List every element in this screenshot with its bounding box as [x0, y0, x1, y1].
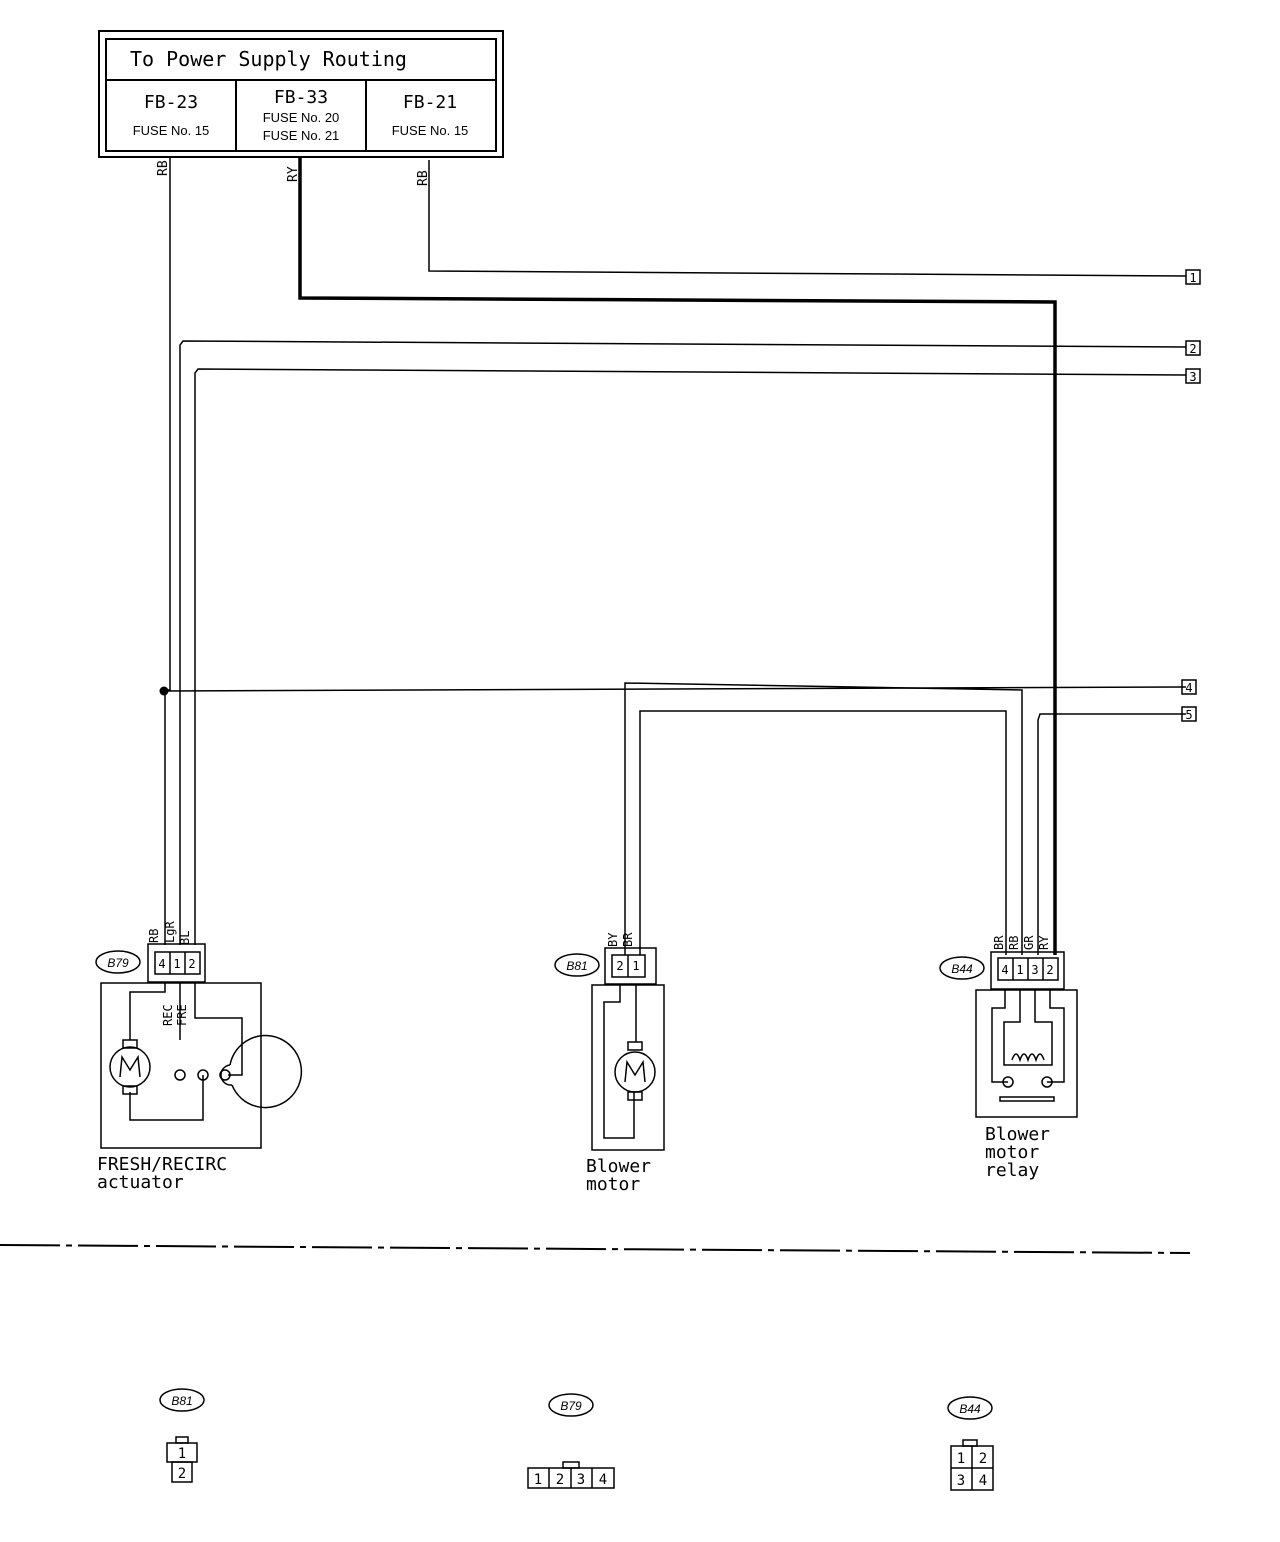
wire-ry-fb33 — [298, 157, 1057, 955]
relay-pin-4: 4 — [1001, 963, 1008, 977]
connector-view-b81-id: B81 — [171, 1394, 192, 1408]
section-divider — [0, 1244, 1191, 1254]
relay-body — [975, 989, 1078, 1118]
wire-rb-fb23 — [164, 157, 171, 945]
relay-wire-br: BR — [992, 935, 1006, 950]
wire-rb-fb21 — [428, 160, 1187, 277]
blower-label-line1: Blower — [586, 1156, 651, 1177]
connector-view-b79-pin-4: 4 — [599, 1472, 607, 1488]
relay-armature — [999, 1096, 1055, 1102]
terminal-3: 3 — [1185, 368, 1201, 384]
fb33-label: FB-33 — [274, 87, 328, 108]
relay-wire-ry: RY — [1037, 935, 1051, 950]
relay-contact-left — [1002, 1076, 1014, 1088]
relay-component: BR RB GR RY B44 4 1 3 2 Blower motor rel… — [939, 935, 1078, 1181]
power-box-title: To Power Supply Routing — [130, 47, 407, 71]
svg-text:1: 1 — [1189, 271, 1196, 285]
connector-view-b44-id: B44 — [959, 1402, 981, 1416]
connector-view-b44-pin-4: 4 — [979, 1473, 987, 1489]
wire-color-fb21: RB — [416, 170, 431, 186]
svg-text:2: 2 — [1189, 342, 1196, 356]
relay-coil-icon — [1011, 1053, 1045, 1063]
blower-label-line2: motor — [586, 1174, 640, 1195]
relay-label-line1: Blower — [985, 1124, 1050, 1145]
wire-lgr — [179, 340, 1187, 945]
svg-text:3: 3 — [1189, 370, 1196, 384]
connector-view-b79-id: B79 — [560, 1399, 582, 1413]
blower-body — [591, 984, 665, 1151]
connector-view-b81-pin-1: 1 — [178, 1446, 186, 1462]
actuator-label-fre: FRE — [175, 1004, 189, 1026]
actuator-pin-1: 1 — [173, 957, 180, 971]
blower-wire-br: BR — [621, 932, 635, 947]
actuator-label-line2: actuator — [97, 1172, 184, 1193]
wire-bl — [194, 368, 1187, 945]
fb21-label: FB-21 — [403, 92, 457, 113]
actuator-component: RB LgR BL B79 4 1 2 REC FRE — [95, 921, 303, 1193]
actuator-label-line1: FRESH/RECIRC — [97, 1154, 227, 1175]
connector-view-b81: B81 1 2 — [159, 1388, 205, 1483]
actuator-wire-bl: BL — [178, 931, 192, 945]
actuator-wire-rb: RB — [147, 929, 161, 943]
relay-wire-rb: RB — [1007, 936, 1021, 950]
relay-contact-right — [1041, 1076, 1053, 1088]
connector-view-b44: B44 1 2 3 4 — [947, 1396, 994, 1491]
relay-wire-gr: GR — [1022, 935, 1036, 950]
wire-by-br — [624, 682, 1023, 955]
connector-view-b79: B79 1 2 3 4 — [527, 1393, 615, 1489]
connector-view-b79-pin-1: 1 — [534, 1472, 542, 1488]
wire-br-rb — [639, 710, 1007, 955]
terminal-4: 4 — [1181, 679, 1197, 695]
power-supply-box: To Power Supply Routing FB-23 FUSE No. 1… — [98, 30, 504, 158]
connector-view-b44-pin-3: 3 — [957, 1473, 965, 1489]
connector-view-b81-pin-2: 2 — [178, 1466, 186, 1482]
wires — [159, 157, 1187, 955]
svg-text:5: 5 — [1185, 708, 1192, 722]
blower-pin-1: 1 — [632, 959, 639, 973]
connector-view-b79-pin-2: 2 — [556, 1472, 564, 1488]
splice-dot — [159, 686, 169, 696]
relay-pin-3: 3 — [1031, 963, 1038, 977]
actuator-pin-2: 2 — [188, 957, 195, 971]
blower-component: BY BR B81 2 1 Blower motor — [554, 932, 665, 1195]
connector-view-b79-pin-3: 3 — [577, 1472, 585, 1488]
terminal-5: 5 — [1181, 706, 1197, 722]
actuator-switch-icon — [174, 1034, 303, 1109]
wire-rb-splice — [164, 686, 1187, 692]
blower-pin-2: 2 — [616, 959, 623, 973]
relay-label-line3: relay — [985, 1160, 1039, 1181]
wire-color-fb23: RB — [156, 160, 171, 176]
blower-wire-by: BY — [606, 932, 620, 947]
fb33-fuse-1: FUSE No. 20 — [263, 110, 340, 125]
fb33-fuse-2: FUSE No. 21 — [263, 128, 340, 143]
actuator-body — [100, 982, 262, 1149]
actuator-label-rec: REC — [161, 1004, 175, 1026]
fb21-fuse: FUSE No. 15 — [392, 123, 469, 138]
terminal-2: 2 — [1185, 340, 1201, 356]
svg-text:4: 4 — [1185, 681, 1192, 695]
actuator-pin-4: 4 — [158, 957, 165, 971]
relay-connector-id: B44 — [951, 962, 973, 976]
actuator-wire-lgr: LgR — [163, 921, 177, 943]
fb23-fuse: FUSE No. 15 — [133, 123, 210, 138]
relay-pin-1: 1 — [1016, 963, 1023, 977]
wire-color-fb33: RY — [286, 166, 301, 182]
blower-connector-id: B81 — [566, 959, 587, 973]
relay-connector-id-badge — [939, 956, 985, 980]
blower-motor-icon — [614, 1041, 656, 1101]
actuator-motor-icon — [109, 1039, 151, 1095]
actuator-connector-id-badge — [95, 950, 141, 974]
terminal-1: 1 — [1185, 269, 1201, 285]
wire-gr — [1037, 713, 1186, 955]
blower-connector-id-badge — [554, 953, 600, 977]
connector-view-b44-pin-1: 1 — [957, 1451, 965, 1467]
relay-label-line2: motor — [985, 1142, 1039, 1163]
relay-pin-2: 2 — [1046, 963, 1053, 977]
actuator-connector-id: B79 — [107, 956, 129, 970]
fb23-label: FB-23 — [144, 92, 198, 113]
connector-view-b44-pin-2: 2 — [979, 1451, 987, 1467]
